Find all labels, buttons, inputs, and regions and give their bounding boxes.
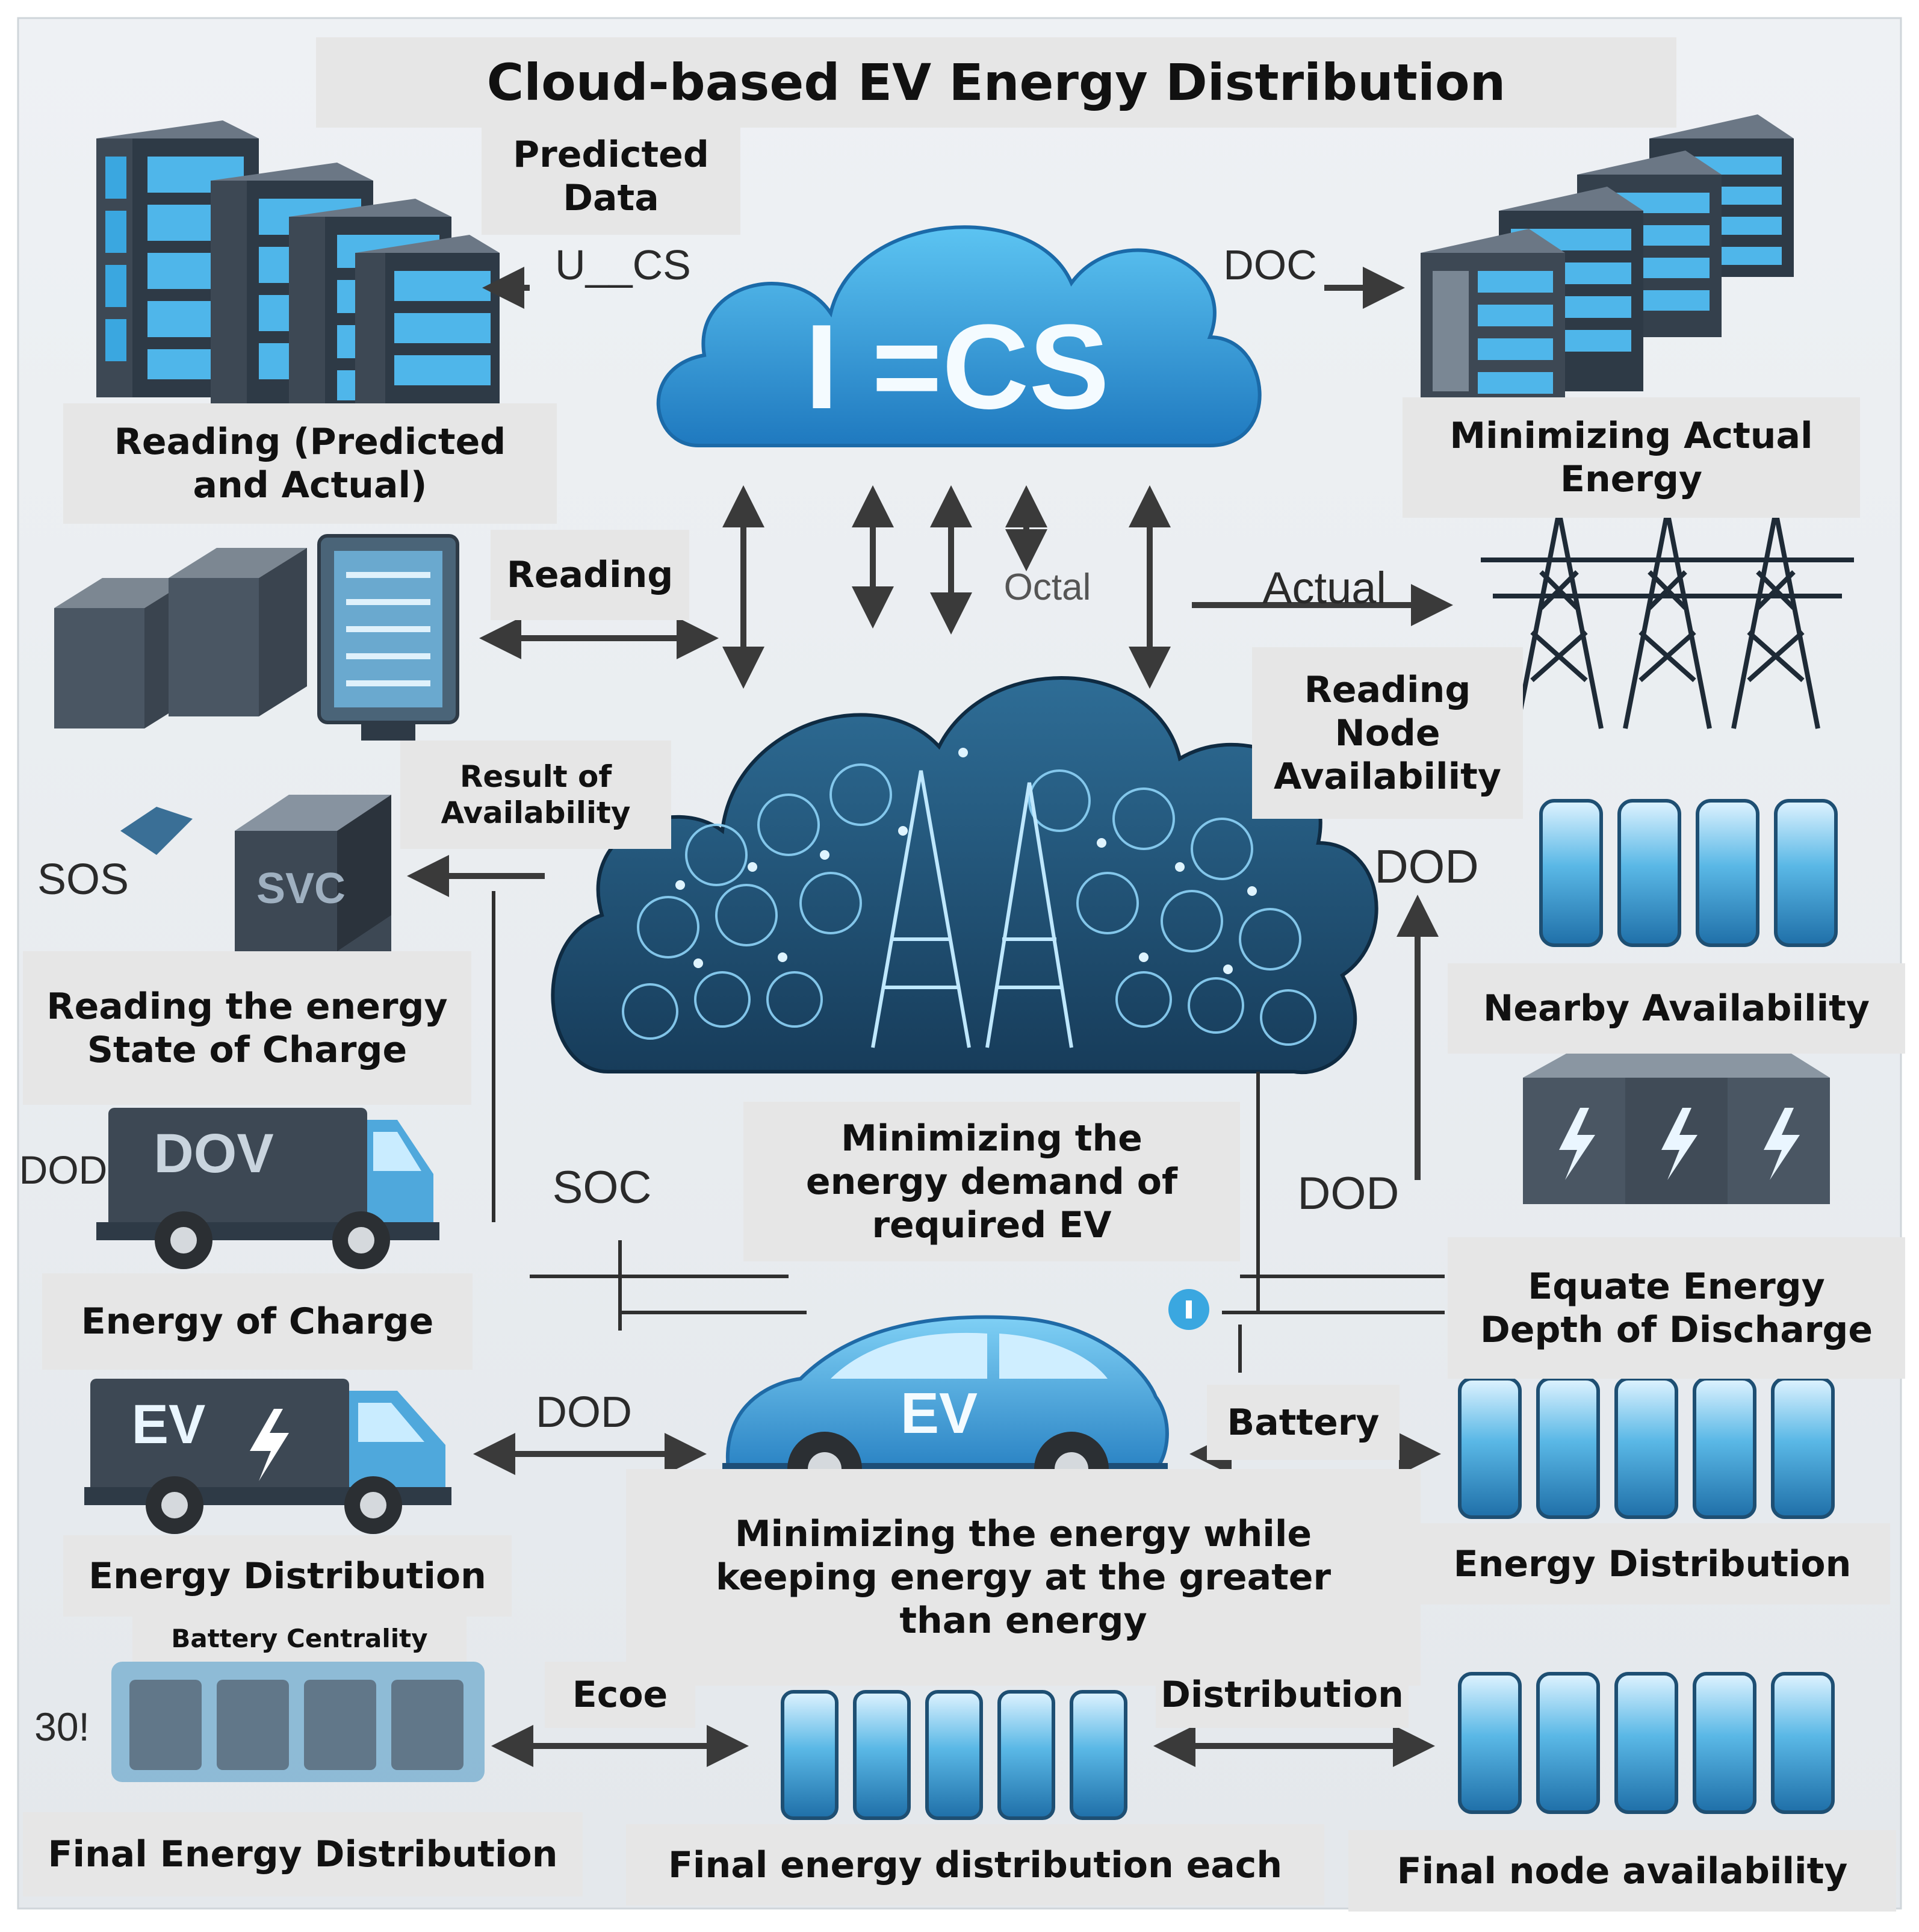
label-battery-centrality: Battery Centrality [132,1617,467,1662]
transmission-towers-icon [1481,511,1854,729]
batteries-final-node-icon [1458,1672,1835,1814]
label-final-node-availability: Final node availability [1348,1830,1896,1912]
server-racks-right-icon [1421,114,1794,409]
battery-packs-bottom-left-icon [111,1662,485,1782]
label-equate-energy-dod: Equate Energy Depth of Discharge [1448,1237,1905,1379]
svc-box-icon [120,795,391,951]
label-reading-predicted-actual: Reading (Predicted and Actual) [63,403,557,524]
label-ev-car: EV [900,1381,978,1446]
battery-boxes-icon [1523,1048,1830,1204]
label-reading-node-availability: Reading Node Availability [1252,647,1523,819]
batteries-nearby-icon [1539,799,1838,947]
top-cloud-icon [656,225,1262,447]
label-nearby-availability: Nearby Availability [1448,963,1905,1054]
dov-truck-icon [96,1108,439,1269]
label-minimizing-energy-greater: Minimizing the energy while keeping ener… [626,1469,1421,1686]
server-boxes-icon [54,534,459,741]
label-energy-distribution-left: Energy Distribution [63,1535,512,1617]
label-minimizing-demand: Minimizing the energy demand of required… [743,1102,1240,1261]
network-cloud-icon [551,676,1378,1075]
label-energy-of-charge: Energy of Charge [42,1273,473,1370]
label-distribution: Distribution [1156,1662,1409,1728]
label-energy-distribution-right: Energy Distribution [1415,1523,1890,1604]
label-dov-truck: DOV [153,1123,274,1184]
connector-lines [492,891,1445,1373]
label-ev-truck: EV [131,1394,206,1455]
ev-truck-icon [84,1379,451,1534]
label-reading-energy-soc: Reading the energy State of Charge [23,951,471,1105]
diagram-title: Cloud-based EV Energy Distribution [316,37,1676,128]
label-svc-box: SVC [256,865,346,913]
label-sos-left: SOS [37,856,129,904]
label-result-of-availability: Result of Availability [400,741,671,849]
label-minimizing-actual-energy: Minimizing Actual Energy [1403,397,1860,518]
label-battery: Battery [1207,1385,1400,1460]
label-dod-right: DOD [1374,840,1479,893]
label-actual: Actual [1262,563,1386,613]
label-reading: Reading [491,530,689,620]
batteries-equate-icon [1458,1377,1835,1519]
top-cloud-label: I =CS [805,300,1109,434]
label-octal: Octal [1003,567,1091,608]
server-racks-icon [96,120,500,409]
label-u-cs: U__CS [555,241,691,288]
label-predicted-data: Predicted Data [482,117,740,235]
label-final-energy-distribution: Final Energy Distribution [23,1812,583,1896]
label-ecoe: Ecoe [545,1662,695,1728]
label-dod-left-edge: DOD [19,1148,108,1192]
label-doc: DOC [1223,241,1317,288]
label-final-energy-each: Final energy distribution each [626,1824,1324,1906]
label-dod-bottom: DOD [536,1388,632,1437]
label-dod-center: DOD [1297,1168,1400,1219]
label-num-30: 30! [34,1704,90,1749]
batteries-final-each-icon [781,1690,1127,1820]
label-soc-center: SOC [552,1162,652,1213]
